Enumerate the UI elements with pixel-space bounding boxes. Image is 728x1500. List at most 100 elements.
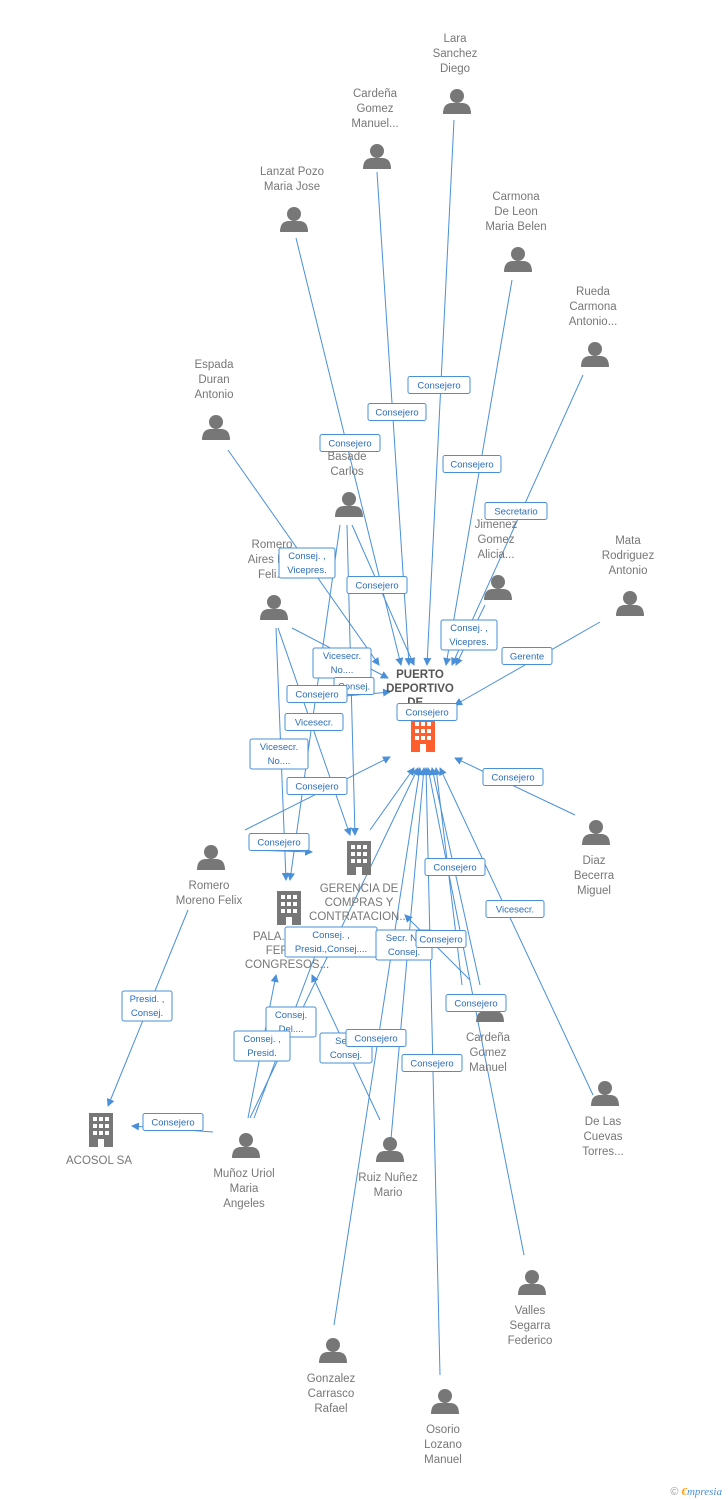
edge-label-e25[interactable]: Presid. ,Consej. (121, 990, 173, 1022)
person-icon (376, 1137, 404, 1162)
edge-label-text: Consej. (330, 1050, 362, 1061)
company-label: GERENCIA DE (320, 883, 399, 895)
person-node-cardena-manuel-top[interactable]: CardeñaGomezManuel... (351, 88, 399, 169)
edge-label-text: Consejero (328, 439, 371, 450)
person-label: Manuel (424, 1454, 462, 1466)
company-node-gerencia[interactable]: GERENCIA DE COMPRAS Y CONTRATACION... (309, 841, 409, 923)
edge-label-box (319, 434, 381, 452)
edge-label-e6[interactable]: Consej. ,Vicepres. (278, 547, 336, 579)
edge-label-box (442, 455, 502, 473)
person-label: Valles (515, 1305, 546, 1317)
building-icon (347, 841, 371, 875)
edge-label-e16[interactable]: Consejero (286, 777, 348, 795)
person-icon (484, 575, 512, 600)
edge-label-box (424, 858, 486, 876)
edge-label-box (265, 1006, 317, 1038)
person-node-de-las-cuevas[interactable]: De LasCuevasTorres... (582, 1081, 624, 1158)
person-node-jimenez[interactable]: JimenezGomezAlicia... (475, 519, 518, 600)
person-label: Torres... (582, 1146, 624, 1158)
person-label: Antonio (608, 565, 647, 577)
edge-label-e14[interactable]: Vicesecr. (284, 713, 344, 731)
person-label: Segarra (510, 1320, 552, 1332)
building-icon (89, 1113, 113, 1147)
edge-label-text: Consejero (417, 381, 460, 392)
edge-label-e29[interactable]: Consejero (345, 1029, 407, 1047)
edge-label-text: Consejero (405, 708, 448, 719)
edge-label-e24[interactable]: Consejero (445, 994, 507, 1012)
edge-label-box (445, 994, 507, 1012)
company-label: CONTRATACION... (309, 911, 409, 923)
person-label: Sanchez (433, 48, 478, 60)
edge-label-e5[interactable]: Secretario (484, 502, 548, 520)
person-icon (260, 595, 288, 620)
edge-label-e2[interactable]: Consejero (367, 403, 427, 421)
edge-label-e31[interactable]: Consejero (401, 1054, 463, 1072)
edge-label-box (501, 647, 553, 665)
person-label: Angeles (223, 1198, 265, 1210)
edge-label-e3[interactable]: Consejero (319, 434, 381, 452)
edge-cardena-1 (429, 767, 481, 986)
person-label: Gonzalez (307, 1373, 356, 1385)
person-label: Gomez (469, 1047, 506, 1059)
person-label: Lozano (424, 1439, 462, 1451)
edge-label-e23[interactable]: Consejero (415, 930, 467, 948)
person-label: Rodriguez (602, 550, 655, 562)
center-label-1: DEPORTIVO (386, 683, 454, 695)
edge-label-e10[interactable]: Vicesecr. No.... (312, 647, 372, 679)
person-label: Ruiz Nuñez (358, 1172, 418, 1184)
edge-label-e19[interactable]: Consejero (424, 858, 486, 876)
person-icon (581, 342, 609, 367)
edge-label-text: Secretario (494, 507, 537, 518)
edge-label-text: Consej. , (288, 551, 326, 562)
edge-label-e12[interactable]: Consejero (286, 685, 348, 703)
edge-label-text: Vicesecr. (323, 651, 361, 662)
edge-label-e13[interactable]: Consejero (396, 703, 458, 721)
edge-diaz (454, 757, 576, 816)
edge-label-e20[interactable]: Vicesecr. (485, 900, 545, 918)
edge-label-text: Consej. , (312, 930, 350, 941)
person-icon (363, 144, 391, 169)
person-label: Muñoz Uriol (213, 1168, 274, 1180)
edge-label-e15[interactable]: Vicesecr.No.... (249, 738, 309, 770)
person-label: Rueda (576, 286, 610, 298)
person-node-rueda[interactable]: RuedaCarmonaAntonio... (569, 286, 618, 367)
edge-label-text: Consej. (275, 1010, 307, 1021)
edge-label-e8[interactable]: Consej. ,Vicepres. (440, 619, 498, 651)
center-label-0: PUERTO (396, 669, 444, 681)
person-label: Manuel (469, 1062, 507, 1074)
edge-label-text: Consej. (131, 1008, 163, 1019)
person-icon (232, 1133, 260, 1158)
company-node-acosol[interactable]: ACOSOL SA (66, 1113, 132, 1167)
person-label: Carrasco (308, 1388, 355, 1400)
person-label: Diego (440, 63, 470, 75)
edge-label-text: Consejero (419, 935, 462, 946)
person-label: Espada (194, 359, 234, 371)
edge-label-e7[interactable]: Consejero (346, 576, 408, 594)
edge-label-e21[interactable]: Consej. ,Presid.,Consej.... (284, 926, 378, 958)
edge-label-e17[interactable]: Consejero (482, 768, 544, 786)
edge-label-e26[interactable]: Consej.Del.... (265, 1006, 317, 1038)
edge-label-box (286, 777, 348, 795)
edge-label-e27[interactable]: Consej. ,Presid. (233, 1030, 291, 1062)
edge-label-box (346, 576, 408, 594)
edge-label-e4[interactable]: Consejero (442, 455, 502, 473)
edge-label-text: No.... (331, 665, 354, 676)
edge-label-e1[interactable]: Consejero (407, 376, 471, 394)
edge-label-e18[interactable]: Consejero (248, 833, 310, 851)
edge-label-e30[interactable]: Consejero (142, 1113, 204, 1131)
edge-label-e9[interactable]: Gerente (501, 647, 553, 665)
